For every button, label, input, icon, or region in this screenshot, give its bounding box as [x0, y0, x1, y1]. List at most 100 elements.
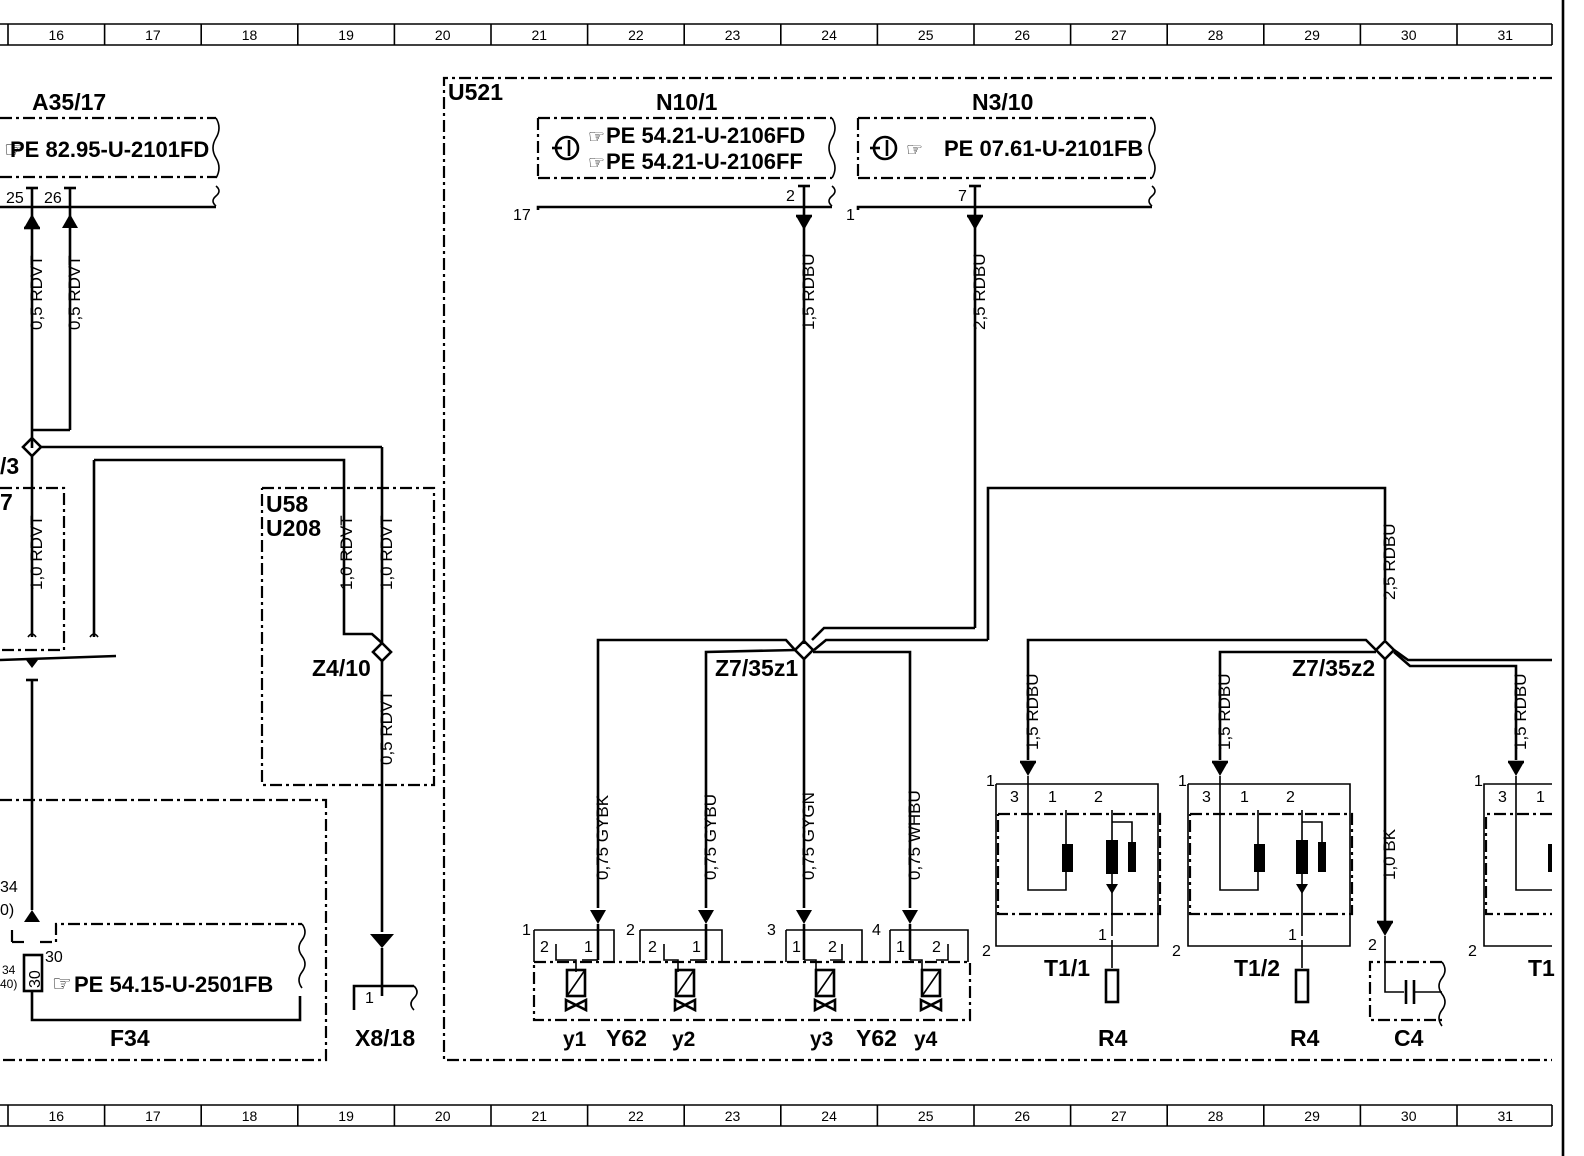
ruler-number: 28	[1208, 1108, 1224, 1124]
svg-text:1: 1	[896, 939, 905, 956]
svg-text:0,75 GYGN: 0,75 GYGN	[799, 792, 818, 880]
svg-text:U521: U521	[448, 79, 503, 105]
ruler-number: 16	[49, 1108, 65, 1124]
svg-text:3: 3	[1202, 789, 1211, 806]
svg-text:30: 30	[45, 949, 63, 966]
svg-text:R4: R4	[1290, 1025, 1320, 1051]
svg-text:/3: /3	[0, 453, 19, 479]
svg-text:2: 2	[1286, 789, 1295, 806]
y62-valve-block: 1 2 3 4 2 1 2 1 1 2 1 2	[522, 922, 972, 1051]
svg-text:N10/1: N10/1	[656, 89, 718, 115]
svg-text:30: 30	[27, 970, 44, 988]
ruler-number: 20	[435, 27, 451, 43]
svg-text:1: 1	[1240, 789, 1249, 806]
x8-18-connector: 1 X8/18	[352, 948, 418, 1051]
z4-10-label: Z4/10	[312, 655, 371, 681]
svg-text:1,0 RDVT: 1,0 RDVT	[337, 515, 356, 590]
f34-ref: PE 54.15-U-2501FB	[74, 972, 273, 997]
ruler-number: 19	[338, 27, 354, 43]
ruler-number: 22	[628, 27, 644, 43]
svg-text:17: 17	[513, 207, 531, 224]
svg-text:0,5 RDVT: 0,5 RDVT	[377, 690, 396, 765]
z7-35z2-splice: Z7/35z2 1,5 RDBU 1,5 RDBU 1,5 RDBU 1,0 B…	[1020, 638, 1552, 936]
svg-text:PE 07.61-U-2101FB: PE 07.61-U-2101FB	[944, 136, 1143, 161]
ruler-number: 20	[435, 1108, 451, 1124]
ruler-number: 17	[145, 27, 161, 43]
ruler-number: 26	[1015, 27, 1031, 43]
svg-text:2: 2	[1094, 789, 1103, 806]
svg-text:T1/2: T1/2	[1234, 955, 1280, 981]
t1-1-coil: 1 3 1 2 1 2 T1/1 R4	[982, 773, 1162, 1051]
svg-text:1: 1	[792, 939, 801, 956]
svg-text:PE 54.21-U-2106FF: PE 54.21-U-2106FF	[606, 149, 803, 174]
ruler-number: 26	[1015, 1108, 1031, 1124]
svg-text:F34: F34	[110, 1025, 150, 1051]
svg-text:U58: U58	[266, 491, 308, 517]
ruler-number: 25	[918, 27, 934, 43]
svg-text:7: 7	[0, 489, 13, 515]
svg-text:T1: T1	[1528, 955, 1555, 981]
svg-text:y3: y3	[810, 1028, 833, 1051]
a35-17-block: A35/17 ☞ PE 82.95-U-2101FD 25 26 0,5 RDV…	[0, 89, 220, 448]
svg-text:1: 1	[584, 939, 593, 956]
svg-text:1: 1	[986, 773, 995, 790]
svg-text:Y62: Y62	[856, 1025, 897, 1051]
ruler-number: 25	[918, 1108, 934, 1124]
svg-text:N3/10: N3/10	[972, 89, 1033, 115]
svg-text:3: 3	[1010, 789, 1019, 806]
svg-text:2,5 RDBU: 2,5 RDBU	[970, 253, 989, 330]
svg-text:1: 1	[1048, 789, 1057, 806]
svg-text:Y62: Y62	[606, 1025, 647, 1051]
svg-text:2: 2	[1468, 943, 1477, 960]
svg-text:40): 40)	[0, 977, 17, 991]
wire-a35-26: 0,5 RDVT	[65, 255, 84, 330]
svg-text:1: 1	[1178, 773, 1187, 790]
splice-left: /3 1,0 RDVT 7	[0, 436, 382, 910]
svg-text:R4: R4	[1098, 1025, 1128, 1051]
svg-text:C4: C4	[1394, 1025, 1424, 1051]
svg-text:1: 1	[846, 207, 855, 224]
ruler-number: 23	[725, 27, 741, 43]
ruler-number: 30	[1401, 1108, 1417, 1124]
svg-text:3: 3	[767, 922, 776, 939]
ruler-number: 19	[338, 1108, 354, 1124]
svg-text:2: 2	[932, 939, 941, 956]
ruler-number: 28	[1208, 27, 1224, 43]
c4-capacitor: 2 C4	[1368, 936, 1446, 1051]
svg-text:1,5 RDBU: 1,5 RDBU	[1215, 673, 1234, 750]
z7-35z1-splice: 2,5 RDBU Z7/35z1 0,75 GYBK 0,75 GYBU 0,7…	[590, 486, 1399, 924]
ruler-number: 31	[1498, 27, 1514, 43]
svg-text:1,0 RDVT: 1,0 RDVT	[27, 515, 46, 590]
svg-text:2: 2	[982, 943, 991, 960]
ruler-number: 31	[1498, 1108, 1514, 1124]
n3-10-block: N3/10 ☞ PE 07.61-U-2101FB 1 7 2,5 RDBU	[811, 89, 1156, 641]
svg-text:1: 1	[1474, 773, 1483, 790]
svg-text:Z7/35z2: Z7/35z2	[1292, 655, 1375, 681]
svg-text:4: 4	[872, 922, 881, 939]
ruler-number: 29	[1304, 1108, 1320, 1124]
ruler-number: 27	[1111, 1108, 1127, 1124]
wire-a35-25: 0,5 RDVT	[27, 255, 46, 330]
svg-text:☞: ☞	[4, 137, 24, 162]
svg-text:2: 2	[786, 188, 795, 205]
svg-text:2,5 RDBU: 2,5 RDBU	[1380, 523, 1399, 600]
svg-text:2: 2	[828, 939, 837, 956]
svg-text:☞: ☞	[906, 140, 923, 161]
ruler-number: 21	[532, 1108, 548, 1124]
svg-text:2: 2	[1368, 937, 1377, 954]
svg-text:25: 25	[6, 190, 24, 207]
svg-text:0,75 GYBK: 0,75 GYBK	[593, 794, 612, 880]
t1-2-coil: 1 3 1 2 1 2 T1/2 R4	[1172, 773, 1354, 1051]
a35-17-label: A35/17	[32, 89, 106, 115]
svg-text:y4: y4	[914, 1028, 938, 1051]
u521-area: U521	[442, 76, 1552, 1062]
svg-text:1: 1	[522, 922, 531, 939]
svg-text:2: 2	[648, 939, 657, 956]
svg-text:1: 1	[1536, 789, 1545, 806]
n10-1-block: N10/1 ☞ ☞ PE 54.21-U-2106FD PE 54.21-U-2…	[513, 89, 836, 644]
svg-text:0): 0)	[0, 902, 14, 919]
ruler-number: 29	[1304, 27, 1320, 43]
f34-block: 34 0) 30 30 34 40) ☞ PE 54.15-U-2501FB F…	[0, 798, 328, 1062]
